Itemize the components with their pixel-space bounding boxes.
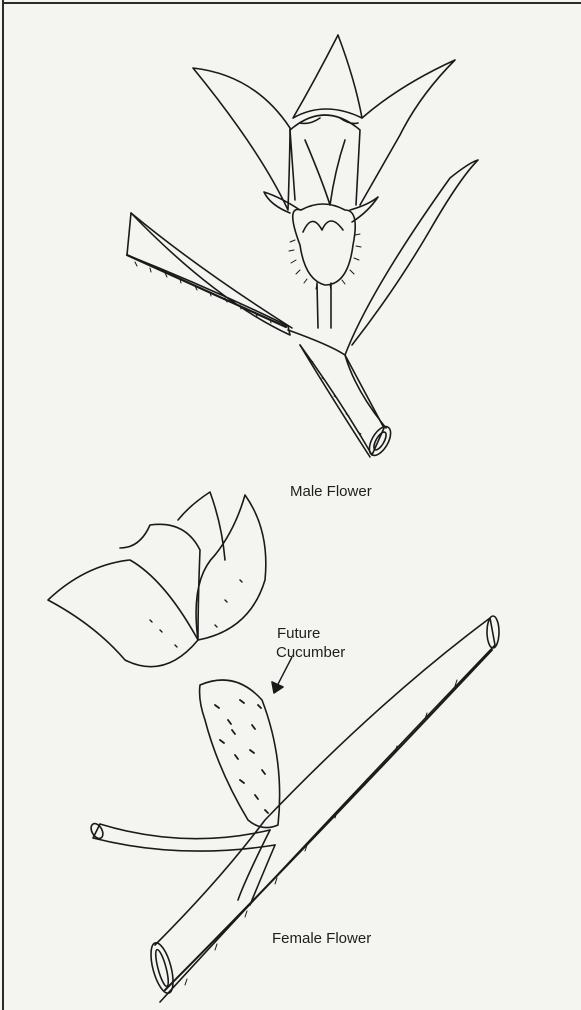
male-stem-cut-end [365, 423, 395, 459]
female-stem-left [93, 824, 275, 851]
male-flower-drawing [127, 35, 478, 459]
female-petal-back-mid [178, 492, 225, 560]
female-flower-label: Female Flower [272, 929, 371, 948]
male-calyx [293, 204, 355, 285]
male-stem-upper [345, 160, 478, 355]
future-cucumber-label-line2: Cucumber [276, 643, 345, 662]
male-petal-left [193, 68, 290, 210]
female-stem-cut-bottom [147, 941, 178, 996]
future-cucumber-label-line1: Future [277, 624, 320, 643]
male-petal-top [293, 35, 362, 118]
female-flower-drawing [48, 492, 499, 1002]
female-petal-right [196, 495, 266, 640]
male-petal-right [360, 60, 455, 205]
female-ovary [200, 680, 280, 828]
male-peduncle [317, 283, 331, 328]
male-flower-label: Male Flower [290, 482, 372, 501]
female-petal-left [48, 560, 198, 667]
